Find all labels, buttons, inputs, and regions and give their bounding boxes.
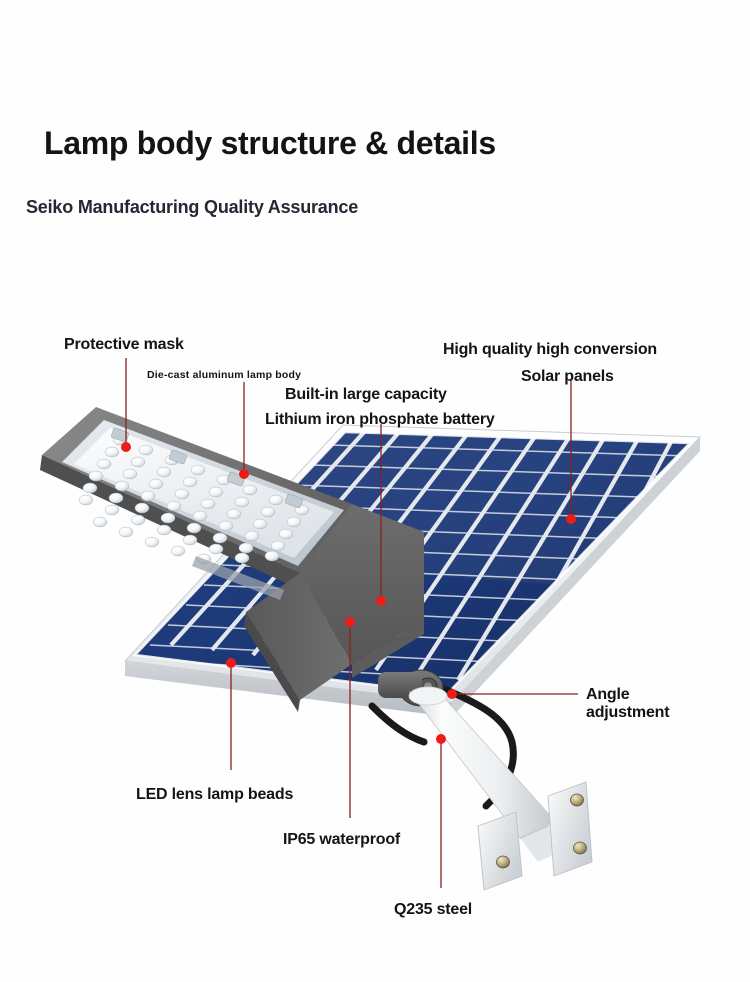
wall-mount-bracket (547, 781, 593, 877)
callout-label-die-cast-body: Die-cast aluminum lamp body (147, 369, 302, 381)
callout-label-protective-mask: Protective mask (64, 336, 184, 353)
pole-top-cap (408, 686, 448, 706)
led-lens-beads (78, 434, 310, 565)
dot-protective-mask (121, 442, 131, 452)
callout-label-built-in-capacity: Built-in large capacity (285, 386, 447, 403)
callout-label-angle-adjustment-2: adjustment (586, 704, 670, 721)
callout-label-solar-panels: Solar panels (521, 368, 614, 385)
power-cable-loop (368, 702, 428, 746)
solar-panel-frame-edge-right (452, 437, 700, 717)
callout-label-ip65-waterproof: IP65 waterproof (283, 831, 401, 848)
q235-steel-pole (409, 691, 557, 839)
dot-angle (447, 689, 457, 699)
callout-label-lifepo4-battery: Lithium iron phosphate battery (265, 411, 495, 428)
lamp-vent-slot (192, 556, 284, 600)
dot-solar-panels (566, 514, 576, 524)
glass-retaining-clips (111, 427, 303, 509)
battery-housing-under (352, 620, 424, 678)
callout-label-high-conversion: High quality high conversion (443, 341, 657, 358)
dot-q235 (436, 734, 446, 744)
callout-label-angle-adjustment-1: Angle (586, 686, 630, 703)
dot-battery (376, 596, 386, 606)
wall-mount-bracket-lower (477, 811, 523, 891)
mounting-assembly (368, 669, 593, 891)
page-subtitle: Seiko Manufacturing Quality Assurance (26, 197, 359, 217)
dot-ip65 (345, 617, 355, 627)
callout-label-q235-steel: Q235 steel (394, 901, 473, 918)
lamp-head-assembly (40, 407, 424, 712)
battery-housing-face (246, 573, 352, 700)
page-title: Lamp body structure & details (44, 125, 496, 161)
callout-label-led-lens-beads: LED lens lamp beads (136, 786, 294, 803)
bracket-bolts (496, 793, 587, 869)
battery-housing-top (300, 504, 424, 664)
dot-die-cast-body (239, 469, 249, 479)
dot-led-beads (226, 658, 236, 668)
battery-housing-edge (244, 612, 300, 712)
callout-dots (121, 442, 576, 744)
callout-leader-lines (125, 358, 578, 888)
